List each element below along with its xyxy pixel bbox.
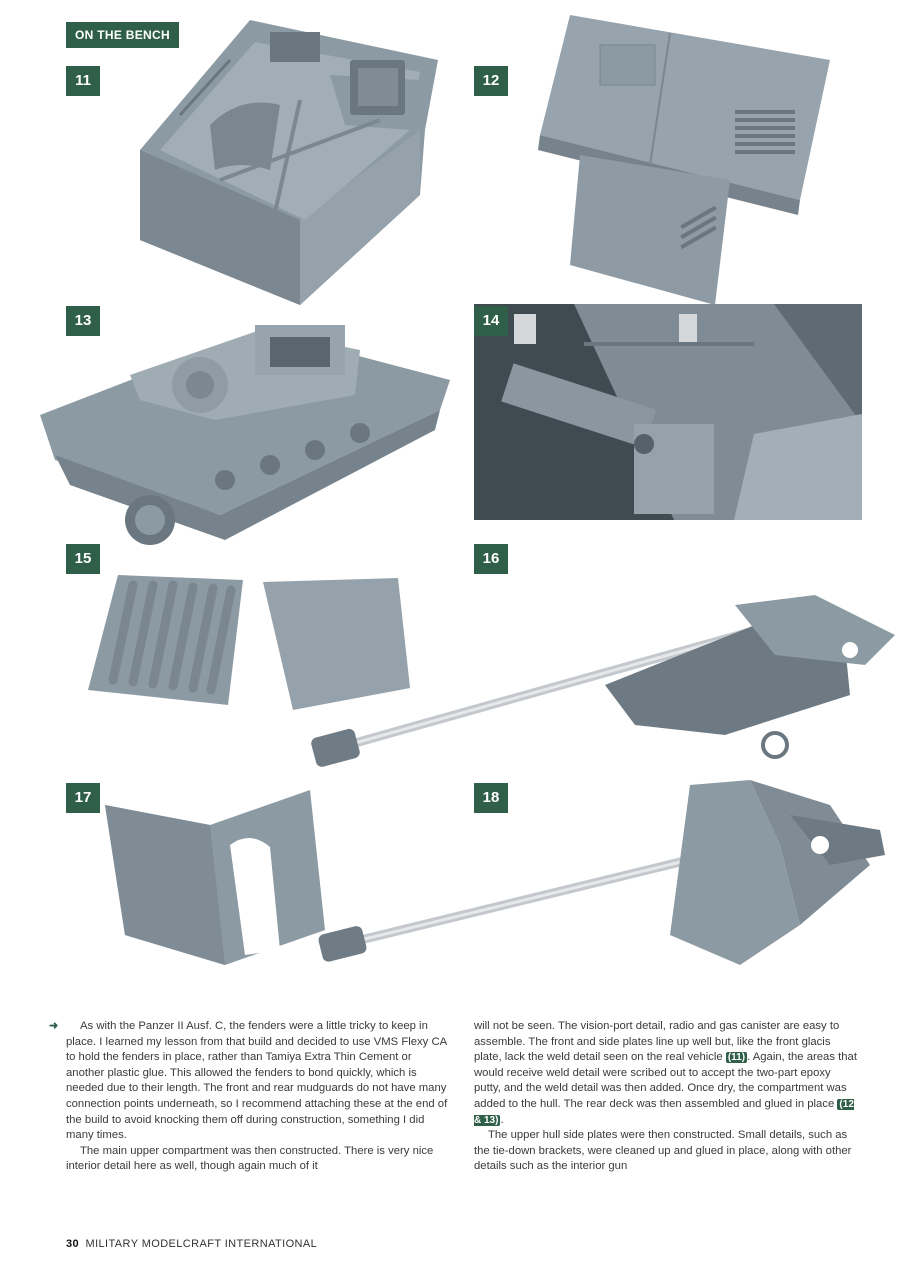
photo-hull-assembled: [30, 305, 470, 545]
paragraph: The upper hull side plates were then con…: [474, 1129, 852, 1173]
body-column-2: will not be seen. The vision-port detail…: [474, 1019, 859, 1175]
paragraph: will not be seen. The vision-port detail…: [474, 1019, 859, 1128]
figure-number-16: 16: [474, 544, 508, 574]
figure-number-15: 15: [66, 544, 100, 574]
photo-ammo-rack: [88, 570, 418, 715]
paragraph-text: . Again, the areas that would receive we…: [474, 1051, 857, 1110]
figure-number-18: 18: [474, 783, 508, 813]
photo-hull-tub: [120, 20, 450, 305]
photo-interior: [474, 304, 862, 520]
paragraph: The main upper compartment was then cons…: [66, 1144, 434, 1173]
page-footer: 30 MILITARY MODELCRAFT INTERNATIONAL: [66, 1238, 317, 1250]
arrow-icon: ➜: [49, 1020, 59, 1032]
figure-number-11: 11: [66, 66, 100, 96]
figure-number-17: 17: [66, 783, 100, 813]
photo-gun-with-shield: [310, 775, 890, 975]
page-number: 30: [66, 1238, 80, 1250]
body-column-1: ➜ As with the Panzer II Ausf. C, the fen…: [49, 1019, 451, 1175]
section-tag: ON THE BENCH: [66, 22, 179, 48]
photo-rear-deck: [530, 15, 830, 305]
paragraph: As with the Panzer II Ausf. C, the fende…: [66, 1020, 448, 1142]
publication-name: MILITARY MODELCRAFT INTERNATIONAL: [85, 1238, 318, 1250]
photo-gun-barrel: [305, 585, 895, 775]
figure-number-14: 14: [474, 306, 508, 336]
figure-number-13: 13: [66, 306, 100, 336]
paragraph-text: .: [500, 1113, 504, 1126]
figure-reference: (11): [725, 1052, 748, 1064]
figure-number-12: 12: [474, 66, 508, 96]
photo-gun-shield: [105, 785, 330, 965]
paragraph-text: will not be seen. The vision-port detail…: [474, 1020, 840, 1064]
